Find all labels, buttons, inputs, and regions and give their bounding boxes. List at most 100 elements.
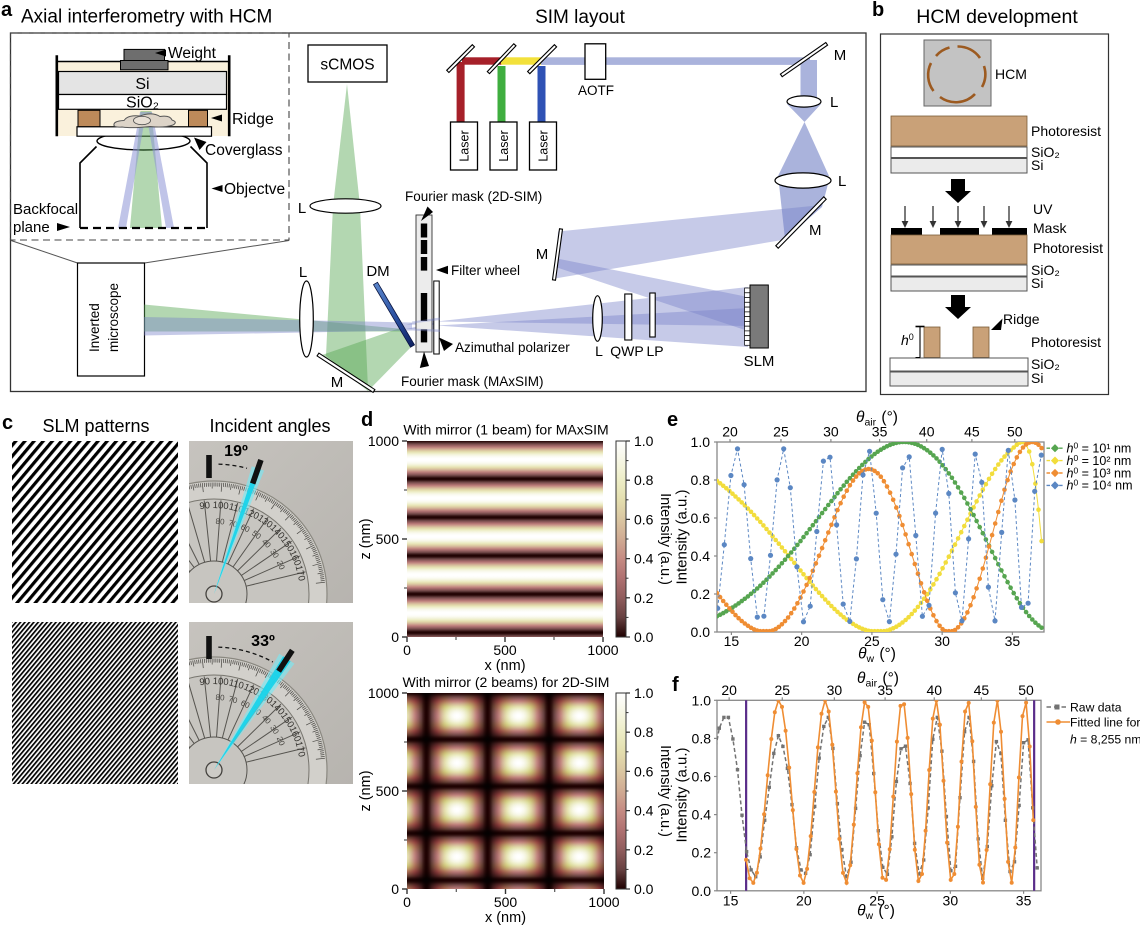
svg-text:1000: 1000	[587, 642, 618, 658]
svg-text:Laser: Laser	[458, 130, 472, 161]
svg-text:L: L	[298, 200, 306, 217]
svg-text:0: 0	[391, 881, 399, 897]
svg-text:Fourier mask (MAxSIM): Fourier mask (MAxSIM)	[401, 374, 544, 389]
svg-text:h0 = 10⁴ nm: h0 = 10⁴ nm	[1067, 478, 1133, 493]
svg-text:M: M	[834, 47, 847, 64]
svg-text:microscope: microscope	[106, 283, 121, 352]
svg-text:Objectve: Objectve	[224, 181, 285, 198]
svg-text:60: 60	[239, 522, 251, 534]
svg-text:With mirror (1 beam) for MAxSI: With mirror (1 beam) for MAxSIM	[403, 422, 608, 438]
svg-text:90: 90	[199, 500, 211, 512]
svg-text:25: 25	[869, 892, 885, 908]
svg-text:20: 20	[275, 735, 287, 747]
svg-text:plane: plane	[13, 219, 50, 236]
svg-text:SiO₂: SiO₂	[1031, 356, 1060, 372]
svg-text:15: 15	[724, 633, 740, 649]
svg-text:70: 70	[227, 518, 238, 529]
svg-text:Weight: Weight	[168, 45, 217, 62]
svg-text:0: 0	[391, 629, 399, 645]
svg-text:0.0: 0.0	[634, 629, 654, 645]
svg-text:0.2: 0.2	[634, 590, 654, 606]
svg-text:L: L	[838, 173, 846, 190]
svg-text:h0 = 10² nm: h0 = 10² nm	[1067, 453, 1132, 468]
svg-text:θw (°): θw (°)	[858, 646, 896, 666]
svg-text:0.4: 0.4	[692, 807, 712, 823]
svg-text:L: L	[830, 94, 838, 111]
svg-text:110: 110	[228, 677, 245, 691]
svg-text:25: 25	[864, 633, 880, 649]
svg-text:0.6: 0.6	[692, 769, 712, 785]
svg-text:b: b	[872, 0, 884, 21]
svg-text:Raw data: Raw data	[1070, 701, 1122, 715]
svg-text:35: 35	[1005, 633, 1021, 649]
svg-text:Laser: Laser	[497, 130, 511, 161]
svg-text:c: c	[2, 412, 13, 434]
svg-text:HCM: HCM	[995, 66, 1027, 82]
svg-text:0.6: 0.6	[634, 511, 654, 527]
svg-text:LP: LP	[646, 343, 663, 359]
svg-text:1.0: 1.0	[691, 434, 711, 450]
svg-text:40: 40	[926, 682, 942, 698]
svg-text:100: 100	[212, 676, 229, 688]
svg-text:Fourier mask (2D-SIM): Fourier mask (2D-SIM)	[405, 189, 542, 204]
svg-text:500: 500	[376, 531, 400, 547]
svg-text:0.2: 0.2	[634, 842, 654, 858]
svg-text:70: 70	[227, 694, 238, 705]
svg-text:Photoresist: Photoresist	[1031, 334, 1101, 350]
svg-text:35: 35	[877, 682, 893, 698]
svg-text:60: 60	[239, 698, 251, 710]
svg-text:40: 40	[919, 424, 935, 440]
svg-text:SiO₂: SiO₂	[1031, 262, 1060, 278]
svg-text:Intensity (a.u.): Intensity (a.u.)	[674, 747, 691, 842]
svg-text:Incident angles: Incident angles	[209, 416, 330, 436]
svg-text:80: 80	[215, 517, 225, 527]
svg-text:AOTF: AOTF	[578, 83, 614, 98]
svg-text:1.0: 1.0	[692, 692, 712, 708]
svg-text:SIM layout: SIM layout	[535, 7, 625, 28]
svg-text:0.0: 0.0	[634, 881, 654, 897]
svg-text:0.0: 0.0	[692, 883, 712, 899]
svg-text:DM: DM	[366, 263, 389, 280]
svg-text:θw (°): θw (°)	[857, 903, 895, 923]
svg-text:M: M	[809, 222, 822, 239]
svg-text:1.0: 1.0	[634, 433, 654, 449]
svg-text:Ridge: Ridge	[232, 111, 274, 128]
svg-text:Coverglass: Coverglass	[205, 142, 283, 159]
svg-text:x (nm): x (nm)	[485, 910, 526, 926]
svg-text:0.8: 0.8	[691, 472, 711, 488]
svg-text:Si: Si	[1031, 370, 1043, 386]
svg-text:Intensity (a.u.): Intensity (a.u.)	[674, 489, 691, 584]
svg-text:Filter wheel: Filter wheel	[451, 263, 520, 278]
svg-text:0.0: 0.0	[691, 624, 711, 640]
svg-text:θair (°): θair (°)	[857, 670, 899, 690]
svg-text:25: 25	[773, 424, 789, 440]
svg-text:0.8: 0.8	[634, 472, 654, 488]
svg-text:100: 100	[212, 500, 229, 512]
svg-text:M: M	[536, 246, 549, 263]
svg-text:Axial interferometry with HCM: Axial interferometry with HCM	[21, 7, 272, 28]
svg-text:h0 = 10³ nm: h0 = 10³ nm	[1067, 465, 1132, 480]
svg-text:500: 500	[376, 783, 400, 799]
svg-text:0.8: 0.8	[634, 724, 654, 740]
svg-text:Intensity (a.u.): Intensity (a.u.)	[657, 493, 673, 585]
svg-text:0.8: 0.8	[692, 730, 712, 746]
svg-text:90: 90	[199, 676, 211, 688]
svg-text:0.4: 0.4	[634, 551, 654, 567]
svg-text:sCMOS: sCMOS	[320, 57, 374, 74]
svg-text:0: 0	[403, 894, 411, 910]
svg-text:0.6: 0.6	[691, 510, 711, 526]
svg-text:With mirror (2 beams) for 2D-S: With mirror (2 beams) for 2D-SIM	[403, 674, 610, 690]
svg-text:h = 8,255 nm: h = 8,255 nm	[1070, 733, 1140, 747]
svg-text:1000: 1000	[368, 685, 399, 701]
svg-text:Photoresist: Photoresist	[1031, 123, 1101, 139]
svg-text:SLM: SLM	[744, 353, 775, 370]
svg-text:Photoresist: Photoresist	[1033, 240, 1103, 256]
svg-text:30: 30	[823, 424, 839, 440]
svg-text:20: 20	[796, 892, 812, 908]
svg-text:500: 500	[494, 894, 518, 910]
svg-text:30: 30	[827, 682, 843, 698]
svg-text:x (nm): x (nm)	[484, 658, 525, 674]
svg-text:Mask: Mask	[1033, 220, 1067, 236]
svg-text:80: 80	[215, 693, 225, 703]
svg-text:0.4: 0.4	[691, 548, 711, 564]
